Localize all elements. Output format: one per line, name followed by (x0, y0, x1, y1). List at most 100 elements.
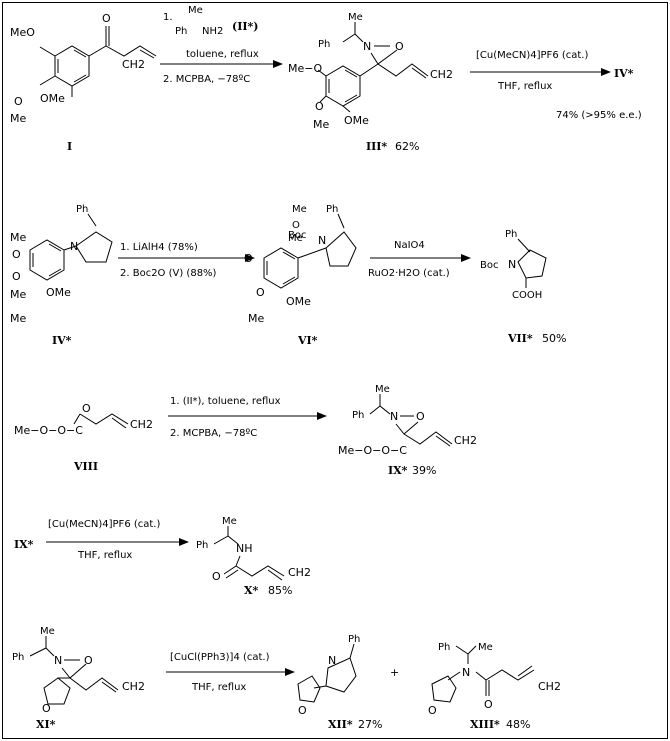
svg-text:48%: 48% (506, 718, 530, 731)
svg-text:1. (II*), toluene, reflux: 1. (II*), toluene, reflux (170, 396, 281, 407)
compound-X: Me Ph NH O CH2 X* 85% (196, 516, 311, 597)
svg-text:OMe: OMe (286, 295, 311, 308)
svg-text:Me: Me (222, 516, 237, 527)
ome-top-me: MeO (10, 26, 35, 39)
svg-text:(II*): (II*) (232, 20, 258, 33)
svg-text:Me−O: Me−O (288, 62, 322, 75)
svg-text:NH: NH (236, 542, 253, 555)
arrow-2: [Cu(MeCN)4]PF6 (cat.) THF, reflux IV* 74… (470, 50, 642, 121)
arrow-5: 1. (II*), toluene, reflux 2. MCPBA, −78º… (168, 396, 327, 439)
svg-text:COOH: COOH (512, 290, 542, 301)
svg-text:Me−O−O−C: Me−O−O−C (338, 444, 407, 457)
svg-text:Me: Me (348, 12, 363, 23)
svg-text:CH2: CH2 (122, 680, 145, 693)
svg-text:Me: Me (10, 288, 26, 301)
svg-text:Ph: Ph (175, 26, 187, 37)
svg-text:THF, reflux: THF, reflux (191, 682, 246, 693)
svg-text:VII*: VII* (507, 332, 533, 345)
svg-text:50%: 50% (542, 332, 566, 345)
row4: IX* [Cu(MeCN)4]PF6 (cat.) THF, reflux (14, 519, 189, 561)
svg-text:2. Boc2O (V) (88%): 2. Boc2O (V) (88%) (120, 268, 217, 279)
svg-text:62%: 62% (395, 140, 419, 153)
svg-text:1. LiAlH4 (78%): 1. LiAlH4 (78%) (120, 242, 198, 253)
arrow-4: NaIO4 RuO2·H2O (cat.) (368, 240, 471, 279)
svg-text:XIII*: XIII* (470, 718, 500, 731)
arrow-1: 1. Me Ph NH2 (II*) toluene, reflux 2. MC… (160, 5, 283, 85)
compound-VII: Ph Boc N COOH VII* 50% (480, 229, 566, 345)
svg-text:O: O (84, 654, 93, 667)
start-IX: IX* (14, 538, 34, 551)
svg-text:O: O (82, 402, 91, 415)
svg-text:O: O (484, 698, 493, 711)
svg-text:Ph: Ph (348, 634, 360, 645)
svg-text:Me: Me (188, 5, 203, 16)
svg-text:NaIO4: NaIO4 (394, 240, 425, 251)
svg-text:Me: Me (288, 233, 303, 244)
svg-text:[Cu(MeCN)4]PF6 (cat.): [Cu(MeCN)4]PF6 (cat.) (476, 50, 588, 61)
svg-text:CH2: CH2 (538, 680, 561, 693)
svg-text:O: O (42, 702, 51, 715)
svg-text:N: N (508, 258, 516, 271)
svg-text:THF, reflux: THF, reflux (77, 550, 132, 561)
compound-IX: Me Ph N O Me−O−O−C CH2 IX* 39% (338, 384, 477, 477)
ome-mid-me: Me (10, 112, 26, 125)
svg-text:85%: 85% (268, 584, 292, 597)
svg-text:N: N (54, 654, 62, 667)
svg-text:O: O (315, 100, 324, 113)
svg-text:III*: III* (366, 140, 387, 153)
compound-VIII: Me−O−O−C O CH2 VIII (14, 402, 153, 473)
label-I: I (67, 140, 72, 153)
svg-text:toluene, reflux: toluene, reflux (186, 49, 259, 60)
svg-text:Me: Me (40, 626, 55, 637)
svg-text:OMe: OMe (344, 114, 369, 127)
svg-text:Me: Me (10, 312, 26, 325)
svg-text:[Cu(MeCN)4]PF6 (cat.): [Cu(MeCN)4]PF6 (cat.) (48, 519, 160, 530)
svg-text:OMe: OMe (46, 286, 71, 299)
svg-text:39%: 39% (412, 464, 436, 477)
arrow-6: [CuCl(PPh3)]4 (cat.) THF, reflux (166, 652, 295, 693)
svg-text:Ph: Ph (76, 204, 88, 215)
compound-IV: Ph N Me O O Me Me OMe IV* (10, 204, 113, 347)
svg-text:CH2: CH2 (454, 434, 477, 447)
svg-text:N: N (462, 666, 470, 679)
svg-text:XI*: XI* (36, 718, 56, 731)
svg-text:Boc: Boc (288, 230, 306, 241)
svg-text:O: O (428, 704, 437, 717)
svg-text:Ph: Ph (12, 652, 24, 663)
ome-bottom: OMe (40, 92, 65, 105)
ome-mid-o: O (14, 95, 23, 108)
svg-text:NH2: NH2 (202, 26, 223, 37)
svg-text:2. MCPBA, −78ºC: 2. MCPBA, −78ºC (163, 74, 250, 85)
svg-text:Ph: Ph (318, 39, 330, 50)
compound-XII: Ph N O XII* 27% (297, 634, 382, 731)
svg-text:O: O (12, 270, 21, 283)
svg-text:O: O (292, 220, 300, 231)
svg-text:IV*: IV* (614, 67, 634, 80)
svg-text:O: O (395, 40, 404, 53)
svg-text:2. MCPBA, −78ºC: 2. MCPBA, −78ºC (170, 428, 257, 439)
svg-text:Me: Me (478, 642, 493, 653)
svg-text:O: O (256, 286, 265, 299)
svg-text:CH2: CH2 (288, 566, 311, 579)
svg-text:Ph: Ph (438, 642, 450, 653)
plus-sign: + (390, 666, 399, 679)
arrow-3: 1. LiAlH4 (78%) 2. Boc2O (V) (88%) (118, 242, 255, 279)
svg-text:O: O (298, 704, 307, 717)
svg-text:O: O (212, 570, 221, 583)
chain-end-ch2: CH2 (122, 58, 145, 71)
svg-text:Ph: Ph (505, 229, 517, 240)
svg-text:N: N (390, 410, 398, 423)
svg-text:Boc: Boc (480, 260, 498, 271)
svg-text:XII*: XII* (328, 718, 353, 731)
svg-text:Ph: Ph (196, 540, 208, 551)
svg-text:IX*: IX* (388, 464, 408, 477)
svg-text:O: O (244, 252, 253, 265)
compound-III: Me Ph N O Me−O O Me OMe CH2 III* 62% (288, 12, 453, 153)
svg-text:1.: 1. (163, 12, 173, 23)
svg-text:VIII: VIII (73, 460, 98, 473)
svg-text:Me: Me (313, 118, 329, 131)
compound-VI: Me O Me Boc N Ph O O Me OMe VI* (244, 204, 357, 347)
svg-text:CH2: CH2 (430, 68, 453, 81)
